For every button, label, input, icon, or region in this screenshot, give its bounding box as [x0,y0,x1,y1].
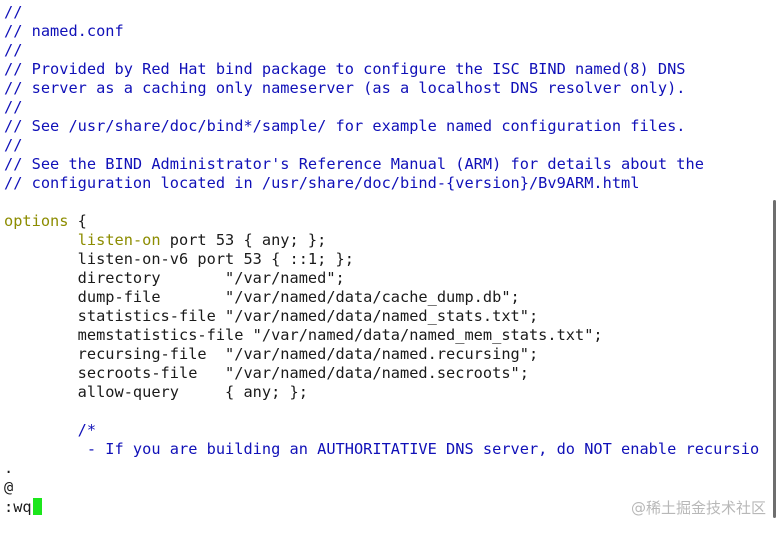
editor-line: recursing-file "/var/named/data/named.re… [4,345,539,363]
editor-line: // Provided by Red Hat bind package to c… [4,60,686,78]
editor-line [4,193,760,212]
editor-line [4,402,760,421]
watermark: @稀土掘金技术社区 [630,499,766,517]
config-text: port 53 { any; }; [160,231,327,249]
editor-line: dump-file "/var/named/data/cache_dump.db… [4,288,520,306]
editor-line: // [4,98,23,116]
vim-editor-buffer[interactable]: //// named.conf//// Provided by Red Hat … [4,3,760,497]
editor-line: statistics-file "/var/named/data/named_s… [4,307,539,325]
editor-line: listen-on-v6 port 53 { ::1; }; [4,250,354,268]
editor-line: options { [4,212,760,231]
editor-line: . [4,459,14,477]
editor-line: secroots-file "/var/named/data/named.sec… [4,364,529,382]
editor-line: memstatistics-file "/var/named/data/name… [4,326,603,344]
command-text: :wq [4,498,32,516]
vim-command-line[interactable]: :wq [4,498,42,517]
indent [4,231,78,249]
editor-line: listen-on port 53 { any; }; [4,231,760,250]
text-cursor [32,498,42,515]
editor-line: - If you are building an AUTHORITATIVE D… [4,440,760,458]
scrollbar[interactable] [768,200,776,518]
editor-line: // See /usr/share/doc/bind*/sample/ for … [4,117,686,135]
editor-line: // named.conf [4,22,124,40]
editor-line: // server as a caching only nameserver (… [4,79,686,97]
scrollbar-thumb[interactable] [773,200,776,518]
editor-line: directory "/var/named"; [4,269,345,287]
editor-line: // See the BIND Administrator's Referenc… [4,155,704,173]
editor-line: allow-query { any; }; [4,383,308,401]
config-text: { [68,212,87,230]
editor-line: // [4,136,23,154]
editor-line: // configuration located in /usr/share/d… [4,174,640,192]
config-keyword: listen-on [77,231,161,249]
config-keyword: options [4,212,69,230]
editor-line: // [4,3,23,21]
editor-line: /* [4,421,97,439]
editor-line: @ [4,478,14,496]
editor-line: // [4,41,23,59]
